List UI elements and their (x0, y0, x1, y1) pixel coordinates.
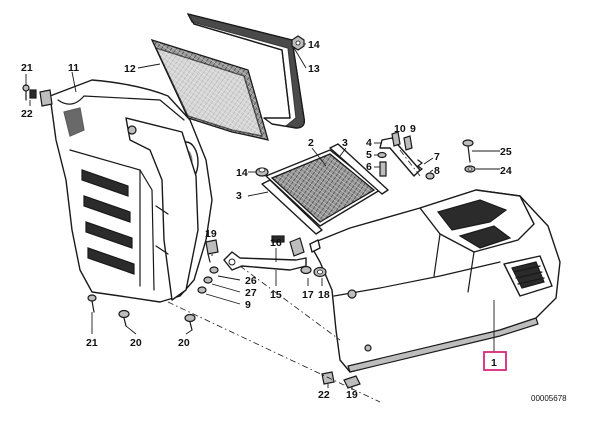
callout-1: 1 (491, 357, 497, 369)
callout-12: 12 (124, 63, 136, 75)
inner-trim-panel-11[interactable] (49, 79, 213, 303)
bracket-19-bottom[interactable] (343, 375, 361, 389)
support-bracket-15[interactable] (223, 251, 307, 271)
callout-21-top: 21 (21, 62, 33, 74)
callout-7: 7 (434, 151, 440, 163)
callout-18: 18 (318, 289, 330, 301)
washer-24[interactable] (464, 165, 476, 173)
nut-18[interactable] (313, 266, 327, 278)
main-fairing-1[interactable] (309, 189, 561, 373)
windscreen-glass-12[interactable] (150, 38, 269, 141)
washer-5[interactable] (377, 151, 387, 159)
callout-22-bottom: 22 (318, 389, 330, 401)
bolt-6[interactable] (379, 161, 387, 177)
callout-3-mid: 3 (236, 190, 242, 202)
callout-15: 15 (270, 289, 282, 301)
washer-26[interactable] (209, 266, 219, 274)
callout-14-mid: 14 (236, 167, 248, 179)
callout-20-left: 20 (130, 337, 142, 349)
reference-number: 00005678 (531, 394, 567, 403)
callout-24: 24 (500, 165, 512, 177)
callout-14-top: 14 (308, 39, 320, 51)
grommet-14[interactable] (255, 167, 269, 177)
callout-labels: 21 22 11 12 14 13 2 3 14 3 4 5 6 10 9 7 … (21, 39, 567, 403)
bracket-19-left[interactable] (205, 239, 219, 263)
callout-19-bottom: 19 (346, 389, 358, 401)
clip-22-bottom[interactable] (321, 371, 335, 385)
screw-25[interactable] (462, 139, 474, 163)
screw-21-top[interactable] (22, 84, 30, 101)
callout-16: 16 (270, 237, 282, 249)
callout-8: 8 (434, 165, 440, 177)
callout-1-highlight-box (483, 351, 507, 371)
seal-strip-3[interactable] (261, 143, 389, 235)
callout-6: 6 (366, 161, 372, 173)
callout-10: 10 (394, 123, 406, 135)
callout-11: 11 (68, 62, 79, 74)
washer-27[interactable] (203, 276, 213, 284)
callout-9-top: 9 (410, 123, 416, 135)
rivet-10[interactable] (391, 131, 401, 147)
rubber-mount-16[interactable] (271, 235, 305, 257)
callout-20-right: 20 (178, 337, 190, 349)
callout-27: 27 (245, 287, 257, 299)
callout-4: 4 (366, 137, 372, 149)
callout-22-top: 22 (21, 108, 33, 120)
screw-20-left[interactable] (118, 309, 130, 327)
spring-7[interactable] (417, 159, 423, 173)
callout-2: 2 (308, 137, 314, 149)
nut-8[interactable] (425, 172, 435, 180)
callout-3-top: 3 (342, 137, 348, 149)
callout-13: 13 (308, 63, 320, 75)
bush-17[interactable] (300, 239, 321, 275)
nut-9-left[interactable] (197, 286, 207, 294)
callout-9-left: 9 (245, 299, 251, 311)
nut-14-top[interactable] (291, 35, 305, 51)
callout-26: 26 (245, 275, 257, 287)
callout-19-left: 19 (205, 228, 217, 240)
callout-5: 5 (366, 149, 372, 161)
callout-17: 17 (302, 289, 314, 301)
callout-25: 25 (500, 146, 512, 158)
clip-9[interactable] (403, 135, 413, 151)
screw-20-right[interactable] (184, 313, 196, 331)
linkage-rod-4[interactable] (379, 137, 421, 177)
clip-22-top[interactable] (29, 89, 53, 107)
callout-21-bottom: 21 (86, 337, 98, 349)
cover-panel-2[interactable] (265, 149, 381, 227)
screw-21-bottom[interactable] (87, 294, 97, 313)
windscreen-seal-13[interactable] (186, 13, 306, 129)
